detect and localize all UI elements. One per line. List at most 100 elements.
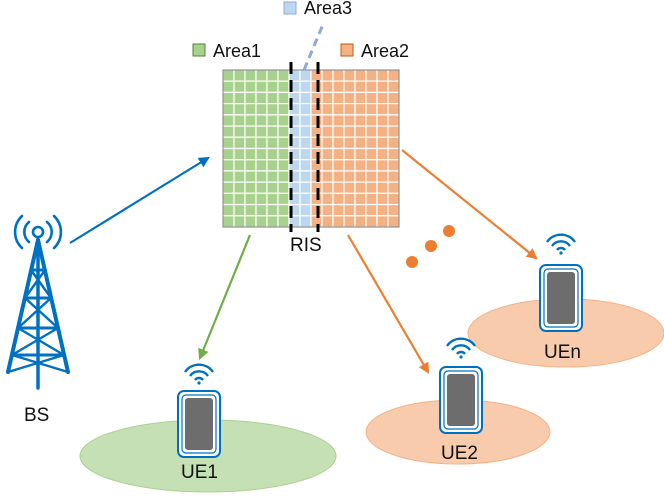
ris-cell-area1 — [244, 215, 257, 228]
ris-cell-area1 — [266, 80, 279, 94]
ris-cell-area2 — [376, 203, 389, 217]
ris-cell-area2 — [343, 91, 356, 105]
ris-cell-area1 — [277, 125, 290, 138]
ris-cell-area1 — [233, 147, 246, 161]
ris-cell-area1 — [255, 215, 268, 228]
ris-cell-area1 — [244, 159, 257, 172]
ris-cell-area2 — [387, 181, 400, 194]
area1-legend-label: Area1 — [213, 41, 261, 61]
ris-cell-area3 — [299, 192, 312, 206]
ris-cell-area1 — [244, 136, 257, 150]
ris-cell-area3 — [299, 114, 312, 127]
ris-cell-area2 — [332, 159, 345, 172]
ris-cell-area3 — [299, 125, 312, 138]
bs-label: BS — [24, 405, 49, 426]
ris-cell-area1 — [222, 80, 235, 94]
ris-cell-area2 — [354, 114, 367, 127]
ris-to-ue2-arrow — [347, 234, 430, 374]
ris-cell-area3 — [299, 147, 312, 161]
ris-cell-area1 — [222, 181, 235, 194]
ris-cell-area2 — [365, 125, 378, 138]
ris-cell-area1 — [266, 215, 279, 228]
cell-tower-icon — [6, 214, 70, 390]
ris-cell-area1 — [266, 170, 279, 183]
ris-cell-area2 — [376, 69, 389, 82]
ris-cell-area1 — [277, 80, 290, 94]
ris-cell-area1 — [277, 114, 290, 127]
ris-cell-area1 — [233, 215, 246, 228]
ris-cell-area2 — [365, 103, 378, 116]
ris-cell-area1 — [233, 192, 246, 206]
ris-cell-area1 — [222, 125, 235, 138]
ris-cell-area3 — [299, 215, 312, 228]
ris-cell-area1 — [233, 181, 246, 194]
ris-cell-area1 — [266, 125, 279, 138]
ris-cell-area2 — [365, 114, 378, 127]
ris-cell-area1 — [244, 103, 257, 116]
ris-cell-area1 — [277, 203, 290, 217]
ris-cell-area3 — [299, 103, 312, 116]
ris-cell-area2 — [321, 114, 334, 127]
ue2-label: UE2 — [441, 443, 478, 464]
ris-cell-area1 — [266, 136, 279, 150]
ris-to-ue1-arrow — [198, 234, 252, 361]
ris-cell-area2 — [376, 159, 389, 172]
ris-cell-area1 — [255, 181, 268, 194]
ris-cell-area2 — [376, 114, 389, 127]
ris-cell-area2 — [387, 91, 400, 105]
ris-cell-area2 — [332, 114, 345, 127]
ris-cell-area1 — [255, 125, 268, 138]
bs-to-ris-arrow — [69, 156, 210, 244]
ris-cell-area1 — [233, 69, 246, 82]
ris-cell-area1 — [222, 159, 235, 172]
ris-cell-area1 — [277, 147, 290, 161]
ris-cell-area3 — [299, 80, 312, 94]
ris-cell-area2 — [376, 125, 389, 138]
ris-cell-area2 — [376, 147, 389, 161]
ris-cell-area1 — [266, 91, 279, 105]
ris-cell-area2 — [354, 159, 367, 172]
ris-cell-area2 — [332, 181, 345, 194]
ris-cell-area2 — [354, 125, 367, 138]
ris-cell-area2 — [376, 91, 389, 105]
ris-cell-area2 — [332, 192, 345, 206]
ris-cell-area2 — [365, 170, 378, 183]
ris-cell-area2 — [365, 136, 378, 150]
ris-cell-area1 — [255, 80, 268, 94]
ris-cell-area1 — [244, 91, 257, 105]
ris-cell-area1 — [277, 159, 290, 172]
wifi-signal-icon — [545, 233, 577, 256]
ris-cell-area2 — [343, 181, 356, 194]
smartphone-icon — [539, 264, 583, 332]
ris-cell-area1 — [222, 215, 235, 228]
wifi-signal-icon — [183, 363, 215, 386]
ris-cell-area2 — [376, 170, 389, 183]
ris-cell-area2 — [387, 69, 400, 82]
ris-border — [222, 69, 400, 228]
ris-cell-area2 — [376, 136, 389, 150]
ris-cell-area1 — [255, 136, 268, 150]
ris-cell-area2 — [354, 136, 367, 150]
ris-cell-area1 — [277, 91, 290, 105]
ris-cell-area2 — [387, 215, 400, 228]
ris-cell-area1 — [277, 181, 290, 194]
ris-cell-area2 — [354, 91, 367, 105]
ris-cell-area1 — [277, 192, 290, 206]
ris-cell-area2 — [343, 80, 356, 94]
ris-grid — [222, 69, 400, 228]
ris-cell-area1 — [244, 181, 257, 194]
ris-cell-area2 — [343, 203, 356, 217]
ris-cell-area2 — [343, 125, 356, 138]
ris-cell-area2 — [343, 69, 356, 82]
ris-cell-area1 — [244, 80, 257, 94]
ris-cell-area2 — [387, 159, 400, 172]
ris-cell-area2 — [387, 147, 400, 161]
ris-cell-area1 — [255, 192, 268, 206]
ris-cell-area1 — [266, 159, 279, 172]
ris-cell-area1 — [244, 69, 257, 82]
ris-cell-area1 — [266, 192, 279, 206]
ris-cell-area1 — [255, 147, 268, 161]
ris-cell-area2 — [321, 125, 334, 138]
smartphone-icon — [177, 390, 221, 458]
